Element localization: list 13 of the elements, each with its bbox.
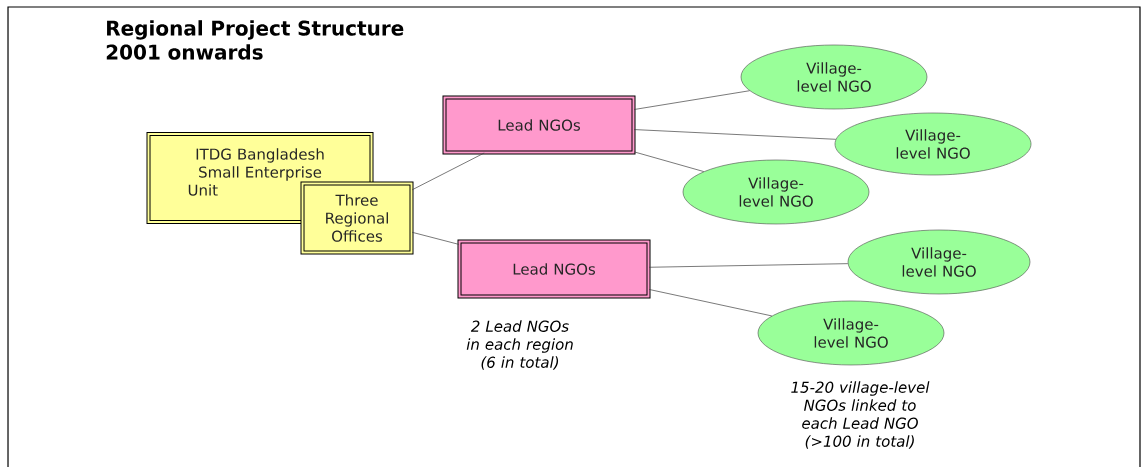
- connector-line: [648, 263, 849, 268]
- process-box: Lead NGOs: [457, 239, 651, 299]
- connector-line: [633, 151, 705, 172]
- process-box: Lead NGOs: [442, 95, 636, 155]
- diagram-title: Regional Project Structure 2001 onwards: [106, 20, 404, 60]
- connector-line: [411, 152, 485, 191]
- process-box: Three Regional Offices: [300, 181, 414, 255]
- connector-line: [648, 289, 773, 317]
- node-caption: 2 Lead NGOs in each region (6 in total): [466, 320, 573, 370]
- connector-line: [411, 231, 460, 245]
- connector-line: [633, 129, 837, 140]
- connector-line: [633, 90, 750, 110]
- node-caption: 15-20 village-level NGOs linked to each Lead NGO (>100 in total): [791, 381, 930, 449]
